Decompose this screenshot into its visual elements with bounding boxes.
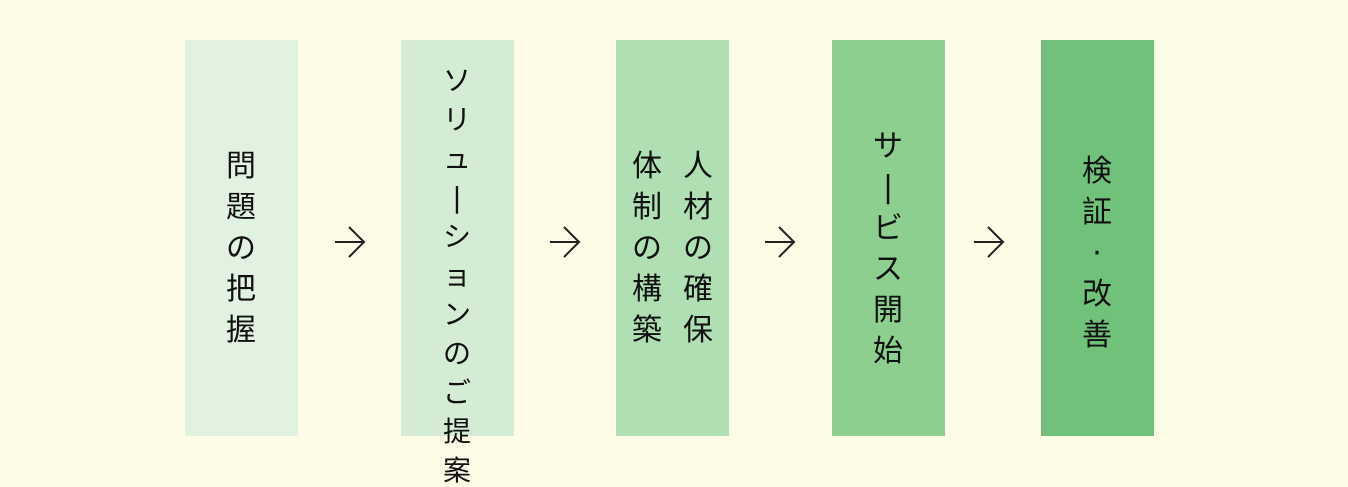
step-char: 構: [632, 272, 662, 307]
arrow-right-icon: [333, 224, 367, 260]
step-char: 体: [632, 149, 662, 184]
step-char: の: [442, 337, 471, 370]
step-char: 提: [442, 415, 471, 448]
arrow-right-icon: [972, 224, 1006, 260]
step-label-right: 人材の確保: [681, 152, 715, 346]
step-label: 検証 · 改善: [1080, 157, 1114, 351]
step-char: 人: [683, 149, 713, 184]
step-label-left: 体制の構築: [630, 152, 664, 346]
arrow-right-icon: [548, 224, 582, 260]
step-char: ソ: [442, 64, 471, 97]
step-char: 制: [632, 190, 662, 225]
step-char: |: [452, 181, 462, 214]
step-char: 善: [1082, 318, 1112, 353]
step-label: 問題の把握: [224, 152, 258, 346]
step-char: の: [226, 231, 256, 266]
step-char: 保: [683, 313, 713, 348]
step-char: ン: [442, 298, 471, 331]
step-char: サ: [873, 129, 903, 164]
step-label: ソリュ | ションのご提案: [440, 67, 474, 485]
step-char: リ: [442, 103, 471, 136]
step-char: 握: [226, 313, 256, 348]
step-service-start: サ | ビス開始: [832, 40, 945, 436]
step-char: ョ: [442, 259, 471, 292]
step-char: 材: [683, 190, 713, 225]
step-char: 題: [226, 190, 256, 225]
step-char: ス: [873, 252, 903, 287]
step-char: ご: [442, 376, 471, 409]
step-char: 証: [1082, 195, 1112, 230]
step-verify-improve: 検証 · 改善: [1041, 40, 1154, 436]
step-char: 改: [1082, 277, 1112, 312]
step-char: の: [632, 231, 662, 266]
step-char: 確: [683, 272, 713, 307]
step-char: ·: [1092, 236, 1102, 271]
step-char: 検: [1082, 154, 1112, 189]
step-char: の: [683, 231, 713, 266]
step-char: 案: [442, 454, 471, 487]
step-label: サ | ビス開始: [871, 132, 905, 367]
step-char: |: [882, 170, 894, 205]
step-problem-grasp: 問題の把握: [185, 40, 298, 436]
step-char: 築: [632, 313, 662, 348]
step-char: ュ: [442, 142, 471, 175]
arrow-right-icon: [763, 224, 797, 260]
step-solution-proposal: ソリュ | ションのご提案: [401, 40, 514, 485]
step-char: ビ: [873, 211, 903, 246]
step-char: シ: [442, 220, 471, 253]
step-char: 開: [873, 293, 903, 328]
step-char: 問: [226, 149, 256, 184]
step-char: 始: [873, 334, 903, 369]
step-char: 把: [226, 272, 256, 307]
step-staffing-system: 人材の確保 体制の構築: [616, 40, 729, 436]
